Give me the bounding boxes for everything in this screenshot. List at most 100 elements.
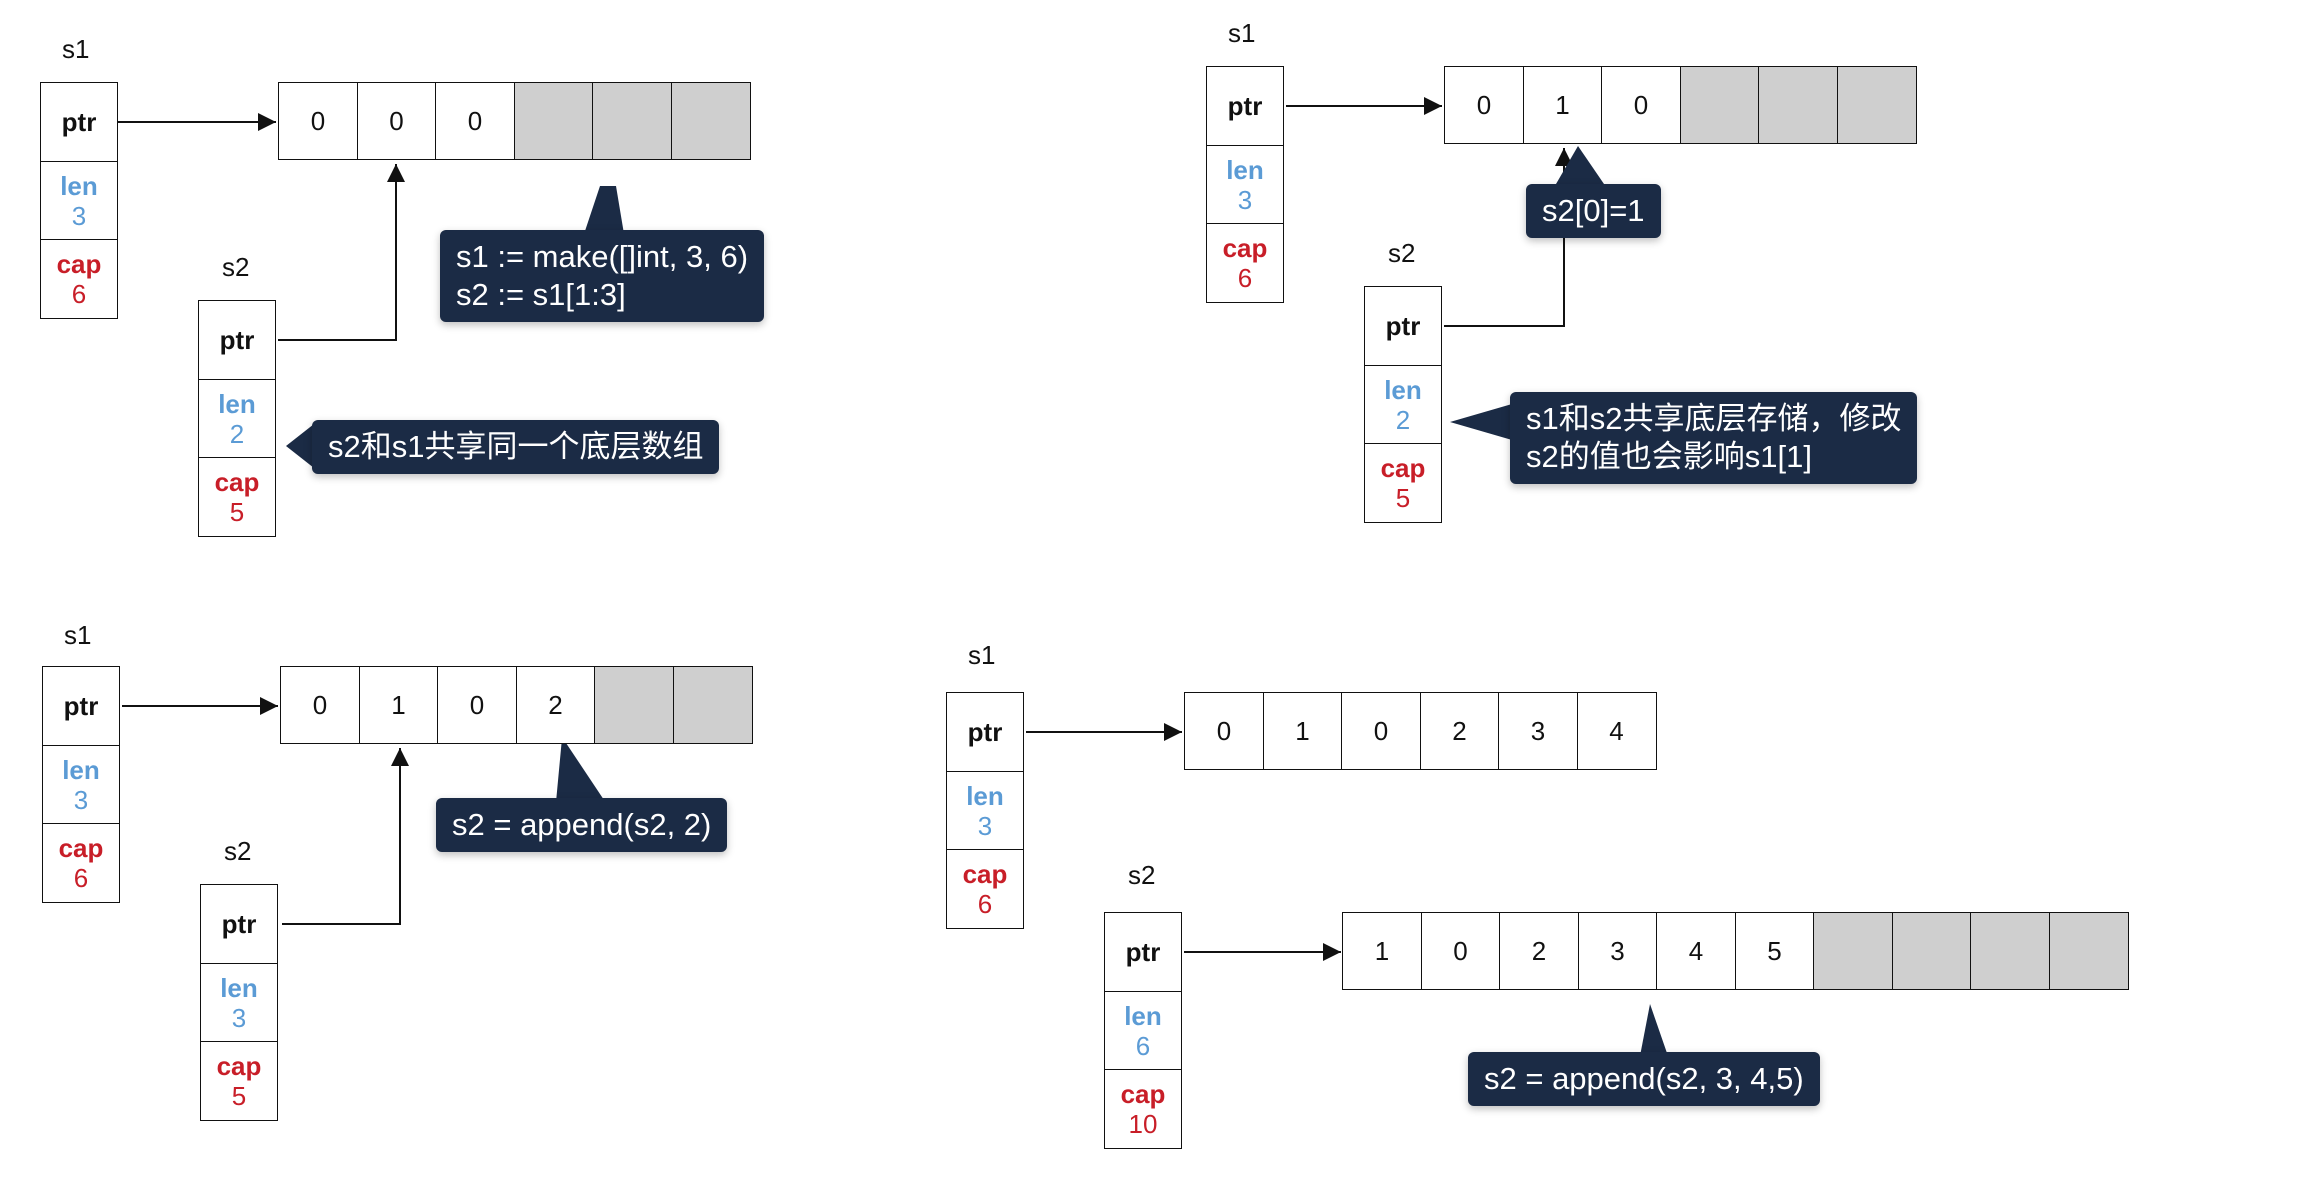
array-cell: 1 — [1522, 66, 1603, 144]
len-value: 2 — [229, 418, 245, 449]
underlying-array: 0 1 0 2 — [280, 666, 753, 744]
underlying-array: 0 0 0 — [278, 82, 751, 160]
note-callout: s2和s1共享同一个底层数组 — [312, 420, 720, 474]
array-cell: 2 — [515, 666, 596, 744]
array-cell-empty — [1813, 912, 1893, 990]
array-cell-empty — [513, 82, 594, 160]
callout-pointer — [584, 186, 624, 234]
len-value: 3 — [977, 810, 993, 841]
array-cell: 0 — [1601, 66, 1681, 144]
array-cell-empty — [592, 82, 672, 160]
array-cell: 2 — [1419, 692, 1500, 770]
cap-value: 5 — [231, 1081, 247, 1111]
callout-pointer — [1640, 1004, 1668, 1056]
note-callout: s1和s2共享底层存储，修改 s2的值也会影响s1[1] — [1510, 392, 1918, 484]
original-array: 0 1 0 2 3 4 — [1184, 692, 1657, 770]
array-cell-empty — [1758, 66, 1838, 144]
underlying-array: 0 1 0 — [1444, 66, 1917, 144]
s1-label: s1 — [968, 640, 996, 670]
array-cell: 0 — [1444, 66, 1524, 144]
array-cell: 3 — [1577, 912, 1658, 990]
array-cell: 0 — [280, 666, 360, 744]
array-cell: 0 — [437, 666, 517, 744]
array-cell-empty — [1891, 912, 1972, 990]
ptr-field: ptr — [1364, 286, 1442, 366]
s1-label: s1 — [1228, 18, 1256, 48]
array-cell-empty — [594, 666, 674, 744]
array-cell: 3 — [1498, 692, 1578, 770]
new-array: 1 0 2 3 4 5 — [1342, 912, 2129, 990]
array-cell: 1 — [1262, 692, 1343, 770]
code-callout: s2[0]=1 — [1526, 184, 1661, 238]
ptr-field: ptr — [200, 884, 278, 964]
cap-value: 6 — [71, 279, 87, 309]
callout-pointer — [1556, 146, 1604, 184]
cap-value: 6 — [977, 889, 993, 919]
ptr-field: ptr — [40, 82, 118, 162]
cap-value: 10 — [1128, 1109, 1158, 1139]
len-value: 3 — [73, 784, 89, 815]
array-cell: 0 — [278, 82, 358, 160]
code-callout: s2 = append(s2, 3, 4,5) — [1468, 1052, 1820, 1106]
array-cell: 1 — [1342, 912, 1422, 990]
array-cell-empty — [1679, 66, 1760, 144]
cap-value: 6 — [73, 863, 89, 893]
s2-label: s2 — [222, 252, 250, 282]
s2-label: s2 — [1128, 860, 1156, 890]
array-cell: 5 — [1734, 912, 1815, 990]
ptr-field: ptr — [946, 692, 1024, 772]
ptr-field: ptr — [198, 300, 276, 380]
s1-label: s1 — [62, 34, 90, 64]
s2-label: s2 — [1388, 238, 1416, 268]
array-cell-empty — [1836, 66, 1917, 144]
array-cell: 0 — [1341, 692, 1421, 770]
cap-value: 5 — [1395, 483, 1411, 513]
ptr-field: ptr — [1104, 912, 1182, 992]
array-cell-empty — [670, 82, 751, 160]
array-cell: 0 — [1420, 912, 1501, 990]
code-callout: s1 := make([]int, 3, 6) s2 := s1[1:3] — [440, 230, 765, 322]
array-cell: 1 — [358, 666, 439, 744]
array-cell: 4 — [1656, 912, 1736, 990]
s2-label: s2 — [224, 836, 252, 866]
cap-value: 5 — [229, 497, 245, 527]
array-cell-empty — [2048, 912, 2129, 990]
len-value: 3 — [231, 1002, 247, 1033]
array-cell: 0 — [435, 82, 515, 160]
array-cell-empty — [672, 666, 753, 744]
s2-ptr-arrow — [282, 748, 409, 925]
ptr-field: ptr — [42, 666, 120, 746]
callout-pointer — [556, 738, 600, 802]
callout-pointer — [1450, 404, 1512, 440]
len-value: 3 — [1237, 184, 1253, 215]
array-cell: 0 — [356, 82, 437, 160]
cap-value: 6 — [1237, 263, 1253, 293]
array-cell-empty — [1970, 912, 2050, 990]
array-cell: 4 — [1576, 692, 1657, 770]
array-cell: 0 — [1184, 692, 1264, 770]
code-callout: s2 = append(s2, 2) — [436, 798, 728, 852]
array-cell: 2 — [1499, 912, 1579, 990]
callout-pointer — [560, 740, 604, 800]
